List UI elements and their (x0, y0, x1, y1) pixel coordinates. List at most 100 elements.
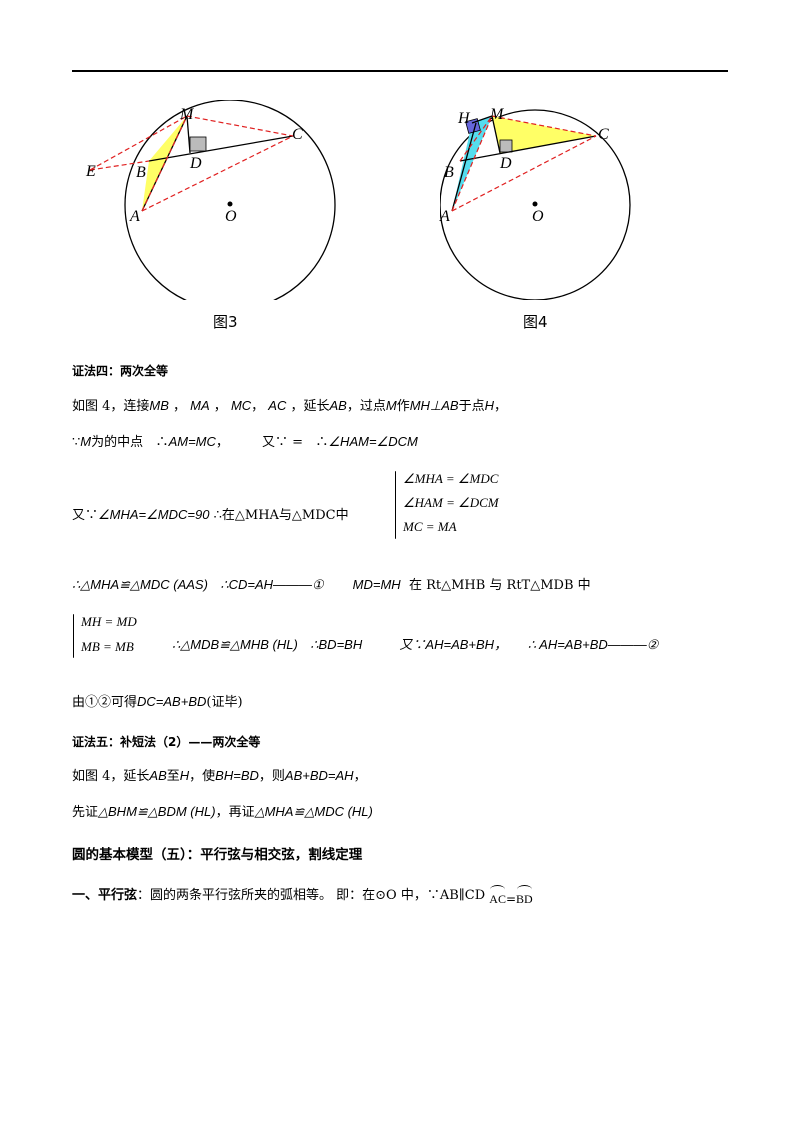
label-A: A (130, 208, 140, 225)
label-O: O (532, 208, 544, 225)
proof5-title: 证法五：补短法（2）——两次全等 (72, 735, 261, 749)
text: ∴ AH=AB+BD———② (527, 637, 659, 652)
text: MD=MH (352, 577, 401, 592)
right-angle-mark-D (499, 139, 513, 153)
text: 如图 4，延长 (72, 769, 150, 784)
condition-3: MC = MA (403, 519, 457, 534)
text: ，再证 (215, 805, 255, 820)
text: MC (230, 398, 252, 413)
label-C: C (598, 126, 609, 143)
brace (395, 471, 396, 539)
text: ， (215, 435, 229, 450)
text: 于点 (458, 399, 485, 414)
header-rule (72, 70, 728, 72)
text: ：圆的两条平行弦所夹的弧相等。 即：在⊙O 中，∵AB∥CD (137, 888, 486, 903)
text: H (179, 768, 190, 783)
text: = (505, 892, 517, 906)
label-D: D (500, 155, 512, 172)
circle-O (440, 109, 631, 300)
model5-title: 圆的基本模型（五）：平行弦与相交弦，割线定理 (72, 847, 363, 863)
text: ∴CD=AH———① (220, 577, 324, 592)
text: ∴BD=BH (310, 637, 363, 652)
right-angle-mark-H (465, 118, 481, 134)
text: 至 (166, 769, 180, 784)
label-E: E (86, 163, 96, 180)
text: ，使 (189, 769, 216, 784)
circle-O (124, 100, 336, 300)
figure-3: M D C E B A O (80, 100, 360, 300)
text: MA (190, 398, 210, 413)
parallel-chord-line: 一、平行弦：圆的两条平行弦所夹的弧相等。 即：在⊙O 中，∵AB∥CD AC=B… (72, 885, 533, 906)
condition-1: ∠MHA = ∠MDC (403, 471, 499, 486)
text: 在 Rt△MHB 与 RtT△MDB 中 (408, 578, 591, 593)
text: H (484, 398, 495, 413)
text: ， (209, 399, 231, 414)
label-A: A (440, 208, 450, 225)
proof5-line2: 先证△BHM≌△BDM (HL)，再证△MHA≌△MDC (HL) (72, 803, 373, 822)
proof4-line3: 又∵∠MHA=∠MDC=90 ∴在△MHA与△MDC中 (72, 506, 349, 525)
text: ∴△MDB≌△MHB (HL) (172, 637, 298, 652)
arc-AC: AC (489, 885, 506, 906)
text: ∠MHA=∠MDC=90 (98, 507, 210, 522)
figure-4-caption: 图4 (523, 313, 548, 331)
proof4-line2: ∵M为的中点 ∴AM=MC， 又∵ = ∴∠HAM=∠DCM (72, 433, 418, 452)
text: MB (149, 398, 169, 413)
text: ∴ (315, 435, 329, 450)
text: 由①②可得 (72, 695, 138, 710)
text: ， (168, 399, 191, 414)
proof4-title: 证法四：两次全等 (72, 364, 169, 378)
label-O: O (225, 208, 237, 225)
text: ，过点 (346, 399, 386, 414)
text: 又∵AH=AB+BH， (399, 637, 508, 652)
text: 为的中点 (91, 435, 144, 450)
text: MH⊥AB (409, 398, 459, 413)
brace (73, 614, 74, 658)
proof4-line5: ∴△MDB≌△MHB (HL) ∴BD=BH 又∵AH=AB+BH， ∴ AH=… (172, 636, 658, 655)
center-dot (227, 201, 233, 207)
text: ， (353, 769, 367, 784)
right-angle-mark (189, 136, 207, 152)
text: △BHM≌△BDM (HL) (98, 804, 216, 819)
text: △MHA≌△MDC (HL) (254, 804, 373, 819)
text: M (385, 398, 397, 413)
center-dot (532, 201, 538, 207)
text: ， (251, 399, 269, 414)
figure-3-diagram (89, 100, 336, 300)
text: ，延长 (286, 399, 330, 414)
congruence-conditions-2: MH = MD MB = MB (73, 612, 173, 660)
proof4-line1: 如图 4，连接MB ， MA ， MC， AC ，延长AB，过点M作MH⊥AB于… (72, 397, 507, 416)
text: 先证 (72, 805, 99, 820)
label-B: B (444, 164, 454, 181)
condition-1: MH = MD (81, 614, 137, 629)
text: 作 (396, 399, 410, 414)
text: 如图 4，连接 (72, 399, 150, 414)
proof5-line1: 如图 4，延长AB至H，使BH=BD，则AB+BD=AH， (72, 767, 367, 786)
condition-2: ∠HAM = ∠DCM (403, 495, 499, 510)
text: BH=BD (215, 768, 259, 783)
yellow-triangle (492, 116, 596, 153)
text: AB+BD=AH (284, 768, 354, 783)
figure-4: H M D C B A O (440, 100, 720, 300)
text: 又∵ = (261, 435, 303, 450)
parallel-chord-label: 一、平行弦 (72, 888, 138, 903)
text: ∠HAM=∠DCM (328, 434, 418, 449)
label-B: B (136, 164, 146, 181)
figure-4-diagram (440, 109, 631, 300)
label-H: H (458, 110, 470, 127)
text: ，则 (258, 769, 285, 784)
proof4-line4: ∴△MHA≌△MDC (AAS) ∴CD=AH———① MD=MH 在 Rt△M… (72, 576, 591, 595)
text: AB (329, 398, 347, 413)
figure-3-caption: 图3 (213, 313, 238, 331)
text: (证毕) (206, 695, 243, 710)
label-C: C (292, 126, 303, 143)
text: AB (149, 768, 167, 783)
text: ∴△MHA≌△MDC (AAS) (72, 577, 208, 592)
text: ， (494, 399, 508, 414)
arc-BD: BD (516, 885, 533, 906)
proof4-line6: 由①②可得DC=AB+BD(证毕) (72, 693, 243, 712)
congruence-conditions-1: ∠MHA = ∠MDC ∠HAM = ∠DCM MC = MA (395, 469, 555, 541)
text: AC (268, 398, 287, 413)
condition-2: MB = MB (81, 639, 134, 654)
text: DC=AB+BD (137, 694, 207, 709)
text: ∵ (72, 435, 81, 450)
